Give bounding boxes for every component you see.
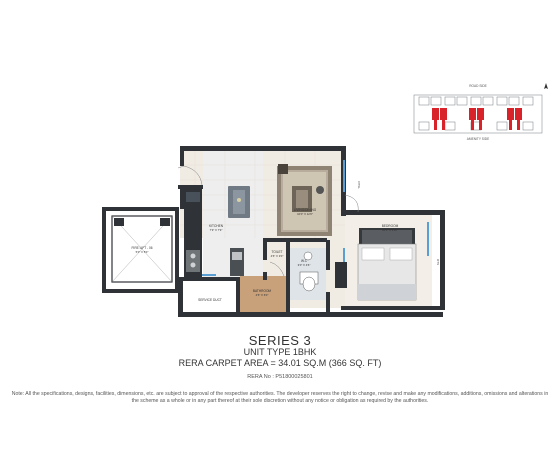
series-title: SERIES 3 bbox=[248, 333, 312, 348]
door-swings bbox=[177, 165, 359, 277]
living-room-dim: 10'0" X 12'0" bbox=[297, 212, 313, 216]
ots-label: OTS bbox=[436, 259, 440, 265]
bedroom-bed bbox=[335, 228, 417, 301]
toilet-dim: 4'6" X 3'0" bbox=[271, 254, 284, 258]
fire-lift-label: FIRE LIFT - 06 bbox=[131, 246, 152, 250]
living-room-label: LIVING/DINING bbox=[294, 208, 317, 212]
windows bbox=[194, 160, 429, 276]
north-icon bbox=[544, 83, 548, 89]
service-duct-floor bbox=[184, 280, 236, 310]
kitchen-label: KITCHEN bbox=[209, 224, 224, 228]
dining-table bbox=[228, 186, 250, 218]
living-furniture bbox=[277, 164, 332, 236]
wc-label: W.C bbox=[301, 259, 308, 263]
kitchen-dim: 7'9" X 7'9" bbox=[210, 228, 223, 232]
fire-lift-dim: 5'0" X 5'0" bbox=[136, 250, 149, 254]
toilet-label: TOILET bbox=[271, 250, 282, 254]
unit-type: UNIT TYPE 1BHK bbox=[243, 347, 317, 357]
carpet-area: RERA CARPET AREA = 34.01 SQ.M (366 SQ. F… bbox=[178, 358, 382, 368]
bathroom-floor bbox=[240, 276, 288, 312]
wc-dim: 3'0" X 4'6" bbox=[298, 263, 311, 267]
fire-lift bbox=[111, 215, 173, 283]
room-labels: LIVING/DINING 10'0" X 12'0" KITCHEN 7'9"… bbox=[131, 208, 398, 302]
kitchen-counter bbox=[184, 189, 244, 277]
road-side-label: ROAD SIDE bbox=[469, 84, 487, 88]
wc-fixtures bbox=[299, 251, 319, 292]
bedroom-label: BEDROOM bbox=[382, 224, 399, 228]
bathroom-dim: 4'6" X 6'0" bbox=[256, 293, 269, 297]
otsl-label: OTSL bbox=[357, 181, 361, 189]
service-duct-label: SERVICE DUCT bbox=[198, 298, 222, 302]
key-plan: ROAD SIDE AMENITY SIDE bbox=[413, 83, 548, 141]
amenity-side-label: AMENITY SIDE bbox=[467, 137, 489, 141]
bathroom-label: BATHROOM bbox=[253, 289, 272, 293]
bedroom-dim: 10'0" X 9'10" bbox=[382, 228, 398, 232]
disclaimer-note: Note: All the specifications, designs, f… bbox=[11, 391, 549, 404]
rera-number: RERA No : P51800025801 bbox=[247, 374, 313, 380]
key-plan-highlighted-units bbox=[432, 108, 522, 130]
